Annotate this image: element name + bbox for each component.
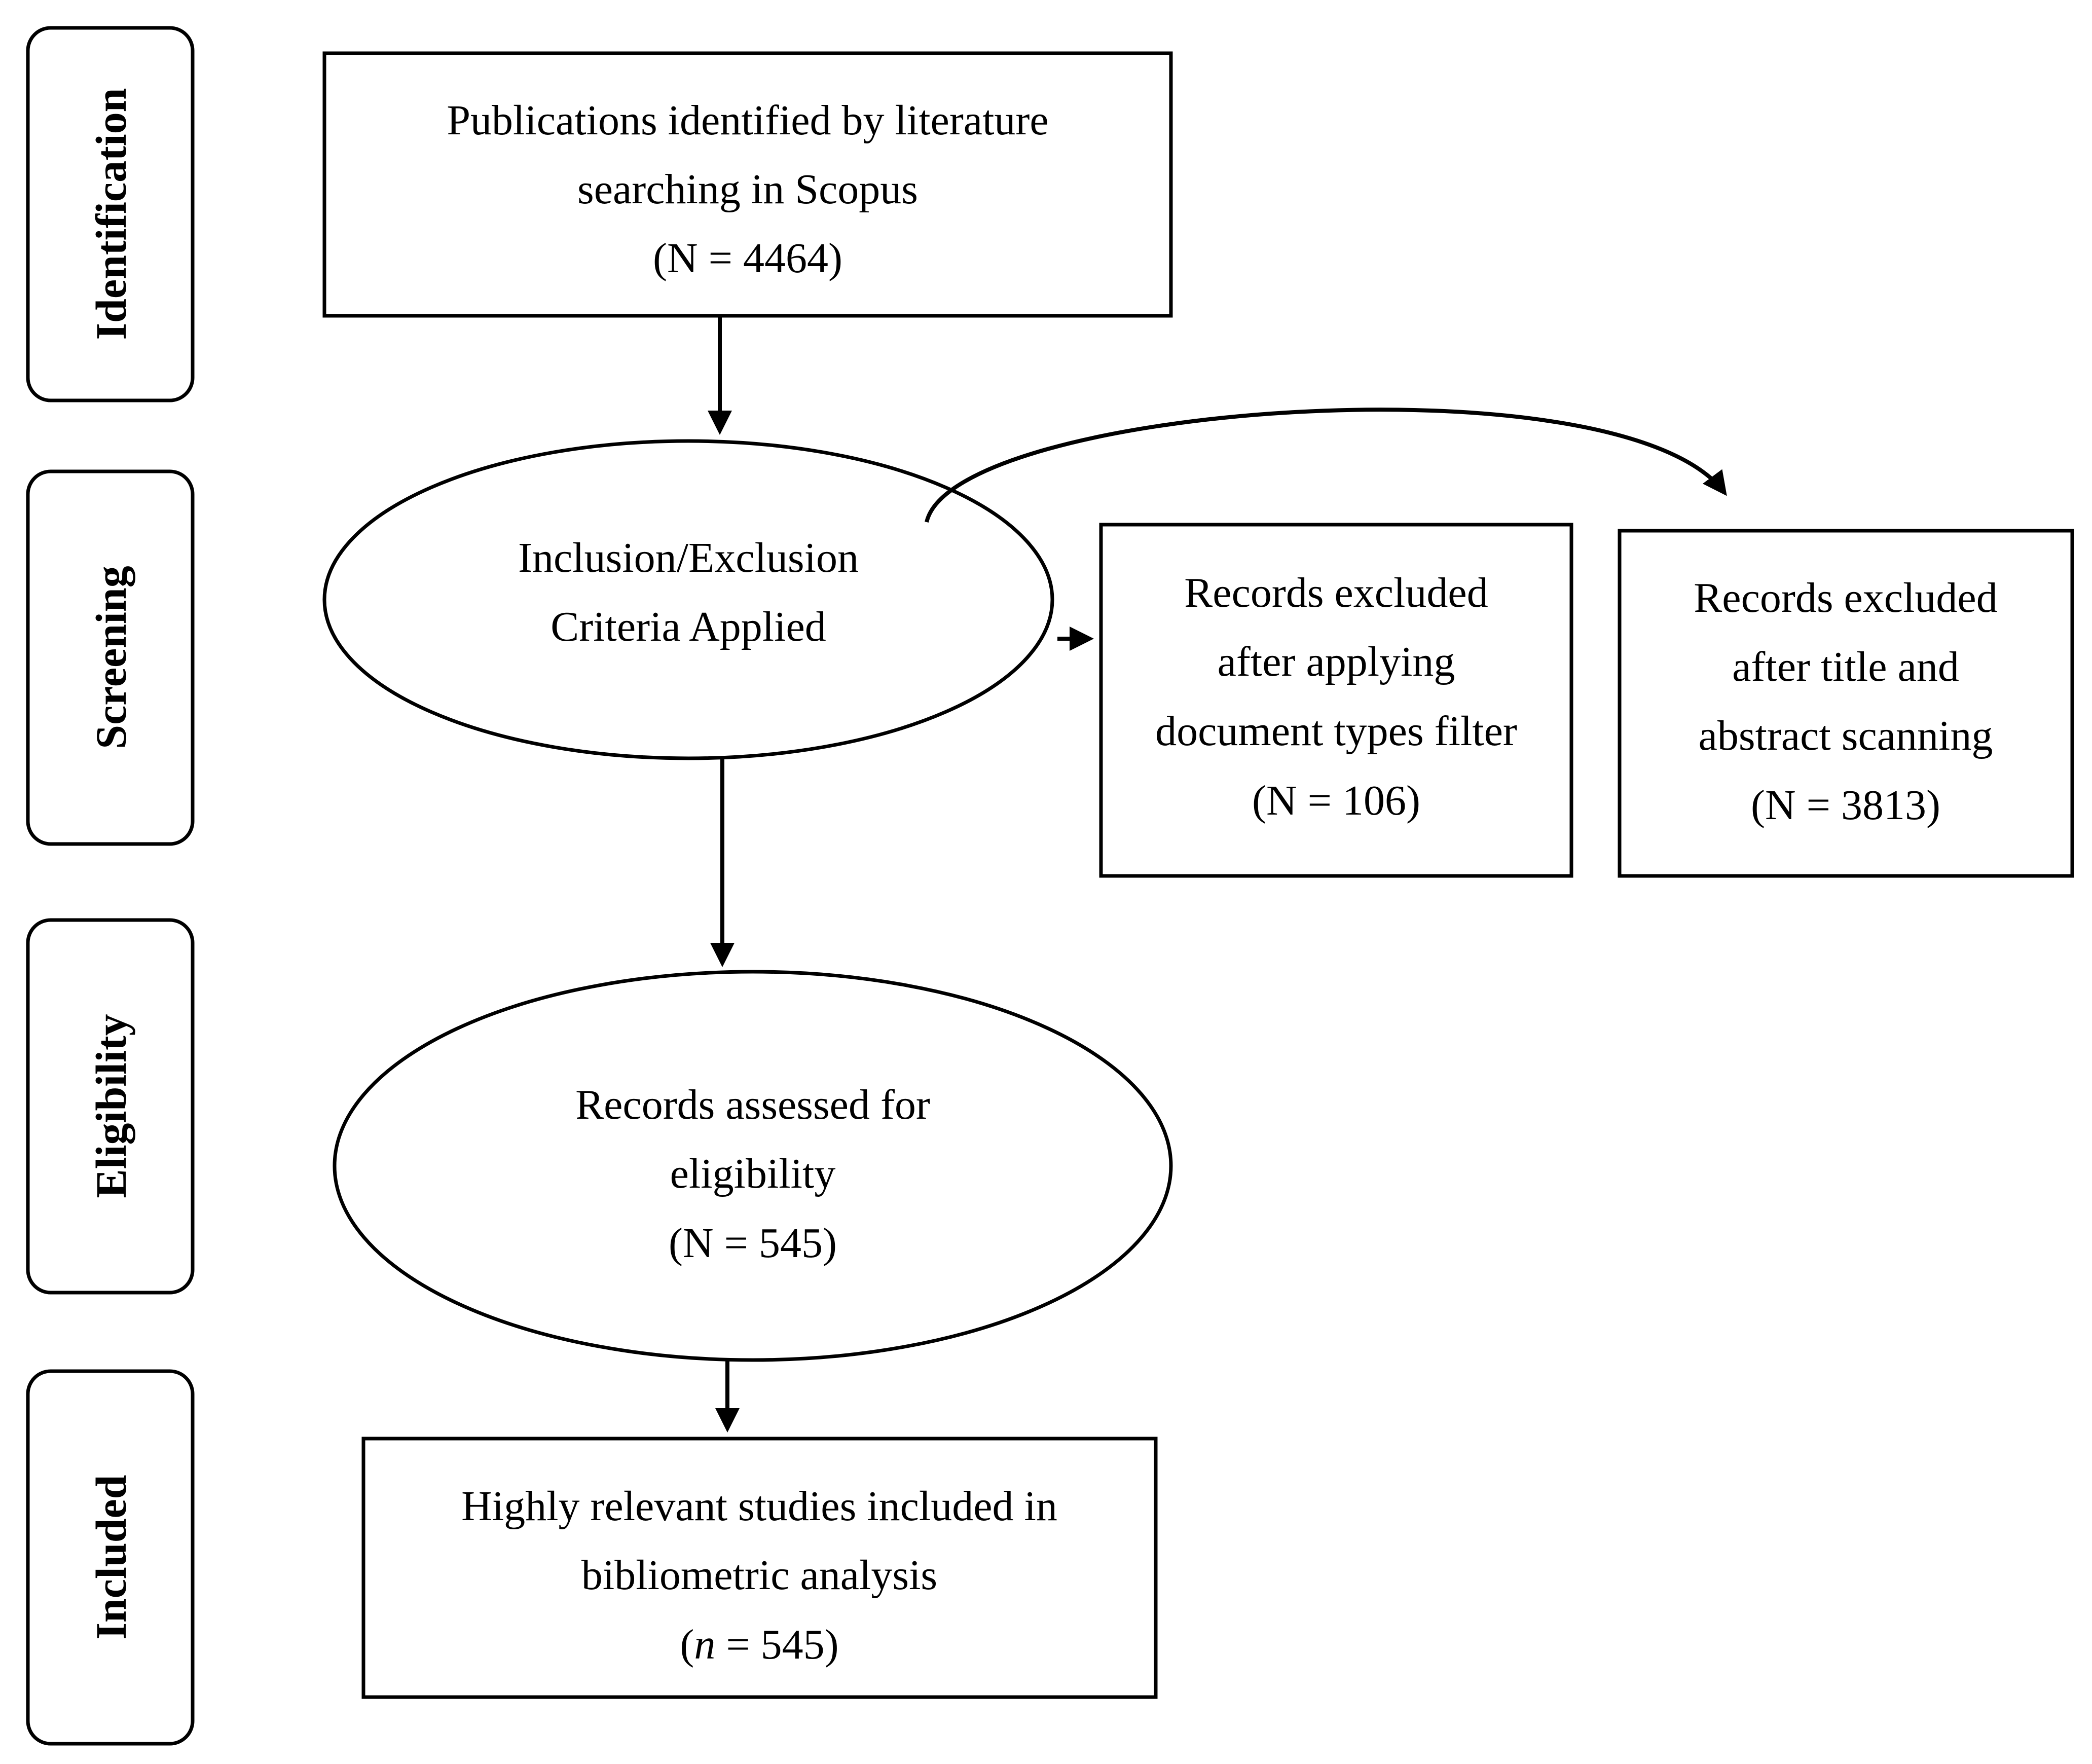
- excluded-doc-types-rect: [1099, 523, 1573, 878]
- stage-eligibility-label: Eligibility: [87, 1014, 135, 1198]
- eligibility-line-2: eligibility: [670, 1150, 836, 1197]
- excluded-doc-types-line-2: after applying: [1218, 638, 1455, 685]
- excluded-title-abstract-rect: [1618, 529, 2074, 878]
- included-studies-box: Highly relevant studies included in bibl…: [361, 1437, 1158, 1699]
- excluded-title-abstract-line-1: Records excluded: [1694, 574, 1997, 621]
- included-studies-line-1: Highly relevant studies included in: [461, 1483, 1057, 1530]
- eligibility-line-1: Records assessed for: [575, 1081, 930, 1128]
- arrow-criteria-to-title-abstract: [925, 408, 1727, 523]
- excluded-title-abstract-line-4: (N = 3813): [1751, 782, 1940, 829]
- stage-screening-box: [26, 469, 195, 846]
- stage-identification-box: [26, 26, 195, 402]
- stage-included: Included: [26, 1369, 195, 1746]
- criteria-line-2: Criteria Applied: [550, 603, 826, 650]
- included-studies-line-3: (n = 545): [680, 1621, 838, 1668]
- eligibility-ellipse: Records assessed for eligibility (N = 54…: [333, 970, 1173, 1362]
- criteria-line-1: Inclusion/Exclusion: [518, 534, 859, 581]
- included-studies-n-symbol: n: [694, 1621, 715, 1668]
- stage-screening: Screening: [26, 469, 195, 846]
- included-studies-rect: [361, 1437, 1158, 1699]
- excluded-title-abstract-box: Records excluded after title and abstrac…: [1618, 529, 2074, 878]
- excluded-title-abstract-line-3: abstract scanning: [1699, 712, 1993, 759]
- included-studies-count: = 545): [715, 1621, 838, 1668]
- stage-included-label: Included: [87, 1475, 135, 1639]
- identified-line-2: searching in Scopus: [577, 166, 918, 213]
- included-studies-paren-open: (: [680, 1621, 694, 1668]
- excluded-doc-types-line-1: Records excluded: [1184, 569, 1488, 616]
- stage-identification: Identification: [26, 26, 195, 402]
- excluded-doc-types-box: Records excluded after applying document…: [1099, 523, 1573, 878]
- excluded-doc-types-line-3: document types filter: [1155, 708, 1517, 755]
- excluded-title-abstract-line-2: after title and: [1732, 643, 1959, 690]
- stage-eligibility-box: [26, 918, 195, 1295]
- identified-box: Publications identified by literature se…: [322, 51, 1173, 318]
- identified-line-3: (N = 4464): [653, 235, 842, 282]
- criteria-ellipse: Inclusion/Exclusion Criteria Applied: [322, 439, 1054, 760]
- identified-line-1: Publications identified by literature: [447, 97, 1048, 144]
- stage-screening-label: Screening: [87, 566, 135, 749]
- eligibility-ellipse-shape: [333, 970, 1173, 1362]
- stage-identification-label: Identification: [87, 88, 135, 340]
- eligibility-line-3: (N = 545): [669, 1220, 837, 1267]
- stage-included-box: [26, 1369, 195, 1746]
- stage-eligibility: Eligibility: [26, 918, 195, 1295]
- identified-rect: [322, 51, 1173, 318]
- criteria-ellipse-shape: [322, 439, 1054, 760]
- excluded-doc-types-line-4: (N = 106): [1252, 777, 1420, 824]
- included-studies-line-2: bibliometric analysis: [581, 1552, 937, 1599]
